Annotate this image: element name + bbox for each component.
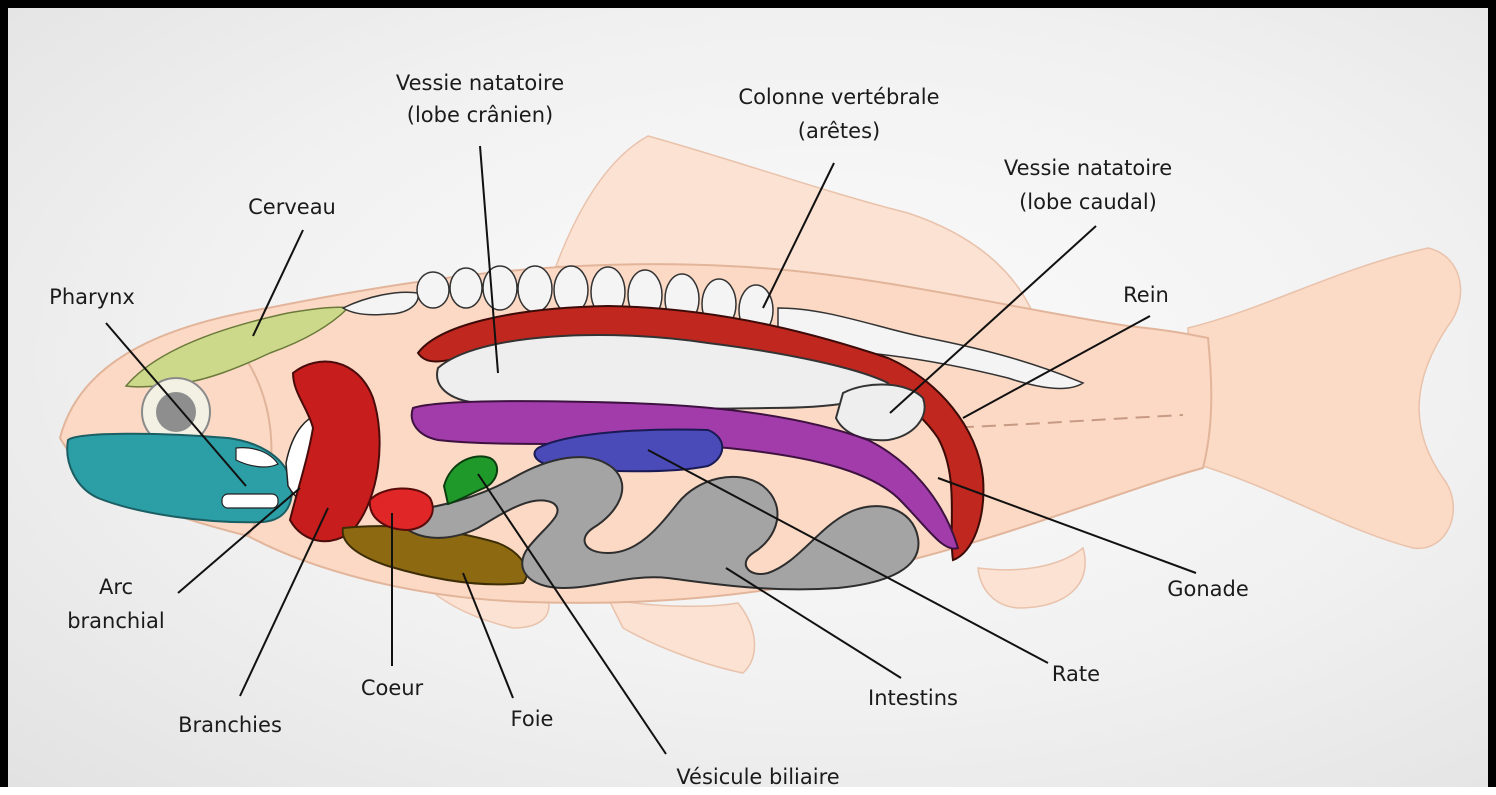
label-arc-line1: Arc <box>99 575 133 599</box>
label-vessie-caudal-line2: (lobe caudal) <box>1019 190 1157 214</box>
pelvic-fin <box>608 598 754 673</box>
pharynx <box>67 434 291 523</box>
label-coeur: Coeur <box>361 676 424 700</box>
label-intestins: Intestins <box>868 686 958 710</box>
label-rate: Rate <box>1052 662 1100 686</box>
label-colonne-line2: (arêtes) <box>798 119 880 143</box>
label-gonade: Gonade <box>1167 577 1249 601</box>
label-rein: Rein <box>1123 283 1169 307</box>
fish-anatomy-diagram: Vessie natatoire (lobe crânien) Colonne … <box>8 8 1496 795</box>
label-vessie-cranien-line2: (lobe crânien) <box>407 103 553 127</box>
label-branchies: Branchies <box>178 713 282 737</box>
label-pharynx: Pharynx <box>49 285 135 309</box>
tail-fin <box>1188 248 1461 548</box>
label-vessie-cranien-line1: Vessie natatoire <box>396 71 564 95</box>
anal-fin <box>978 548 1085 608</box>
label-cerveau: Cerveau <box>248 195 336 219</box>
label-colonne-line1: Colonne vertébrale <box>738 85 939 109</box>
label-foie: Foie <box>511 707 554 731</box>
label-vessie-caudal-line1: Vessie natatoire <box>1004 156 1172 180</box>
label-vesicule: Vésicule biliaire <box>676 765 839 789</box>
label-arc-line2: branchial <box>67 609 165 633</box>
